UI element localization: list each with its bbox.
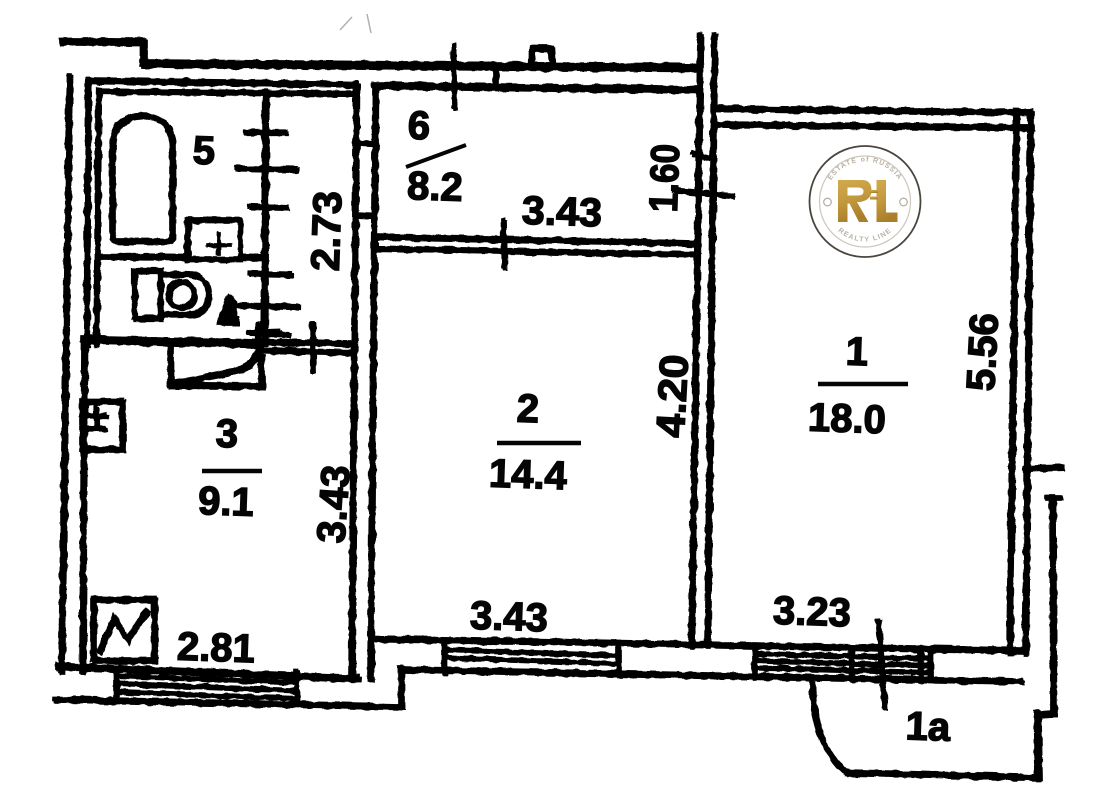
svg-text:2.73: 2.73 (304, 190, 351, 271)
svg-text:8.2: 8.2 (406, 164, 463, 210)
svg-text:1: 1 (845, 330, 869, 375)
svg-text:9.1: 9.1 (197, 479, 254, 525)
svg-text:5.56: 5.56 (959, 312, 1007, 392)
svg-text:3.43: 3.43 (469, 594, 548, 641)
svg-text:1a: 1a (905, 704, 952, 750)
svg-text:2: 2 (516, 387, 540, 432)
svg-text:3.23: 3.23 (772, 589, 851, 636)
svg-text:18.0: 18.0 (807, 396, 886, 443)
svg-text:1.60: 1.60 (642, 143, 688, 212)
svg-text:4.20: 4.20 (649, 353, 697, 438)
svg-text:14.4: 14.4 (488, 452, 568, 499)
svg-text:3.43: 3.43 (309, 464, 358, 545)
svg-text:3: 3 (215, 412, 239, 457)
svg-text:6: 6 (407, 104, 431, 149)
svg-text:2.81: 2.81 (176, 625, 255, 672)
svg-text:3.43: 3.43 (521, 189, 602, 236)
svg-text:5: 5 (192, 129, 216, 174)
